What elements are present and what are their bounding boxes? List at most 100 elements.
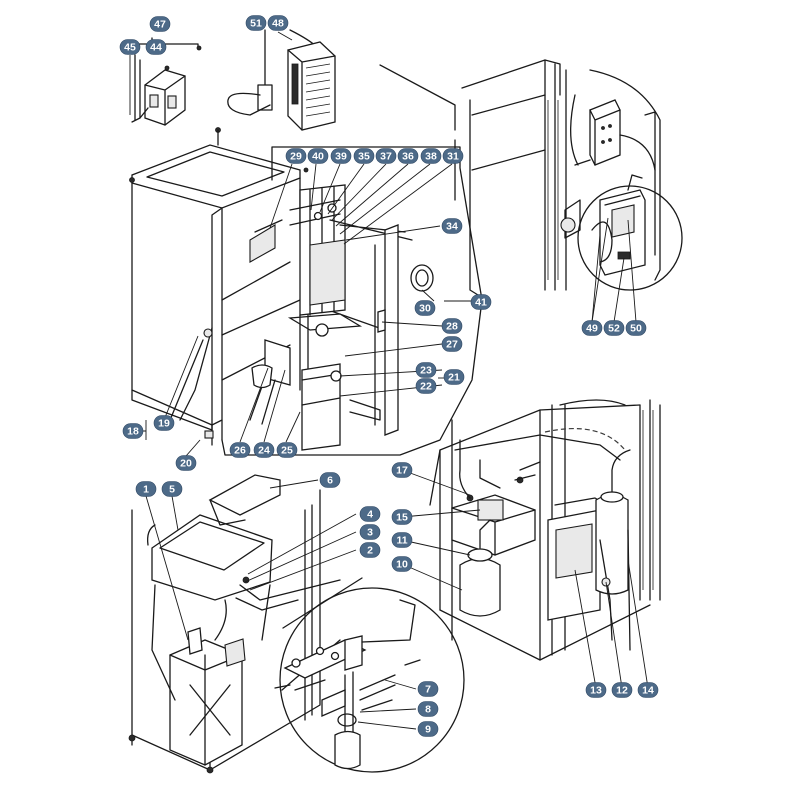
- callout-badge: [161, 481, 183, 497]
- callout-badge: [359, 542, 381, 558]
- callout-label: 14: [642, 685, 654, 697]
- callout-badge: [153, 415, 175, 431]
- callout-badge: [581, 320, 603, 336]
- callout-label: 4: [367, 509, 373, 521]
- callout-28: 28: [441, 318, 463, 334]
- callout-label: 35: [358, 151, 370, 163]
- callout-label: 8: [425, 704, 431, 716]
- callout-label: 1: [143, 484, 149, 496]
- callout-badge: [319, 472, 341, 488]
- callout-44: 44: [145, 39, 167, 55]
- callout-badge: [175, 455, 197, 471]
- callout-7: 7: [417, 681, 439, 697]
- callout-label: 5: [169, 484, 175, 496]
- callout-badge: [637, 682, 659, 698]
- callout-label: 12: [616, 685, 628, 697]
- callout-label: 39: [335, 151, 347, 163]
- callout-31: 31: [442, 148, 464, 164]
- callout-41: 41: [470, 294, 492, 310]
- callout-10: 10: [391, 556, 413, 572]
- callout-9: 9: [417, 721, 439, 737]
- callout-badge: [149, 16, 171, 32]
- callout-badge: [417, 701, 439, 717]
- callout-label: 10: [396, 559, 408, 571]
- callout-3: 3: [359, 524, 381, 540]
- callout-badge: [119, 39, 141, 55]
- callout-badge: [330, 148, 352, 164]
- callout-38: 38: [420, 148, 442, 164]
- callout-36: 36: [397, 148, 419, 164]
- callout-badge: [353, 148, 375, 164]
- callout-30: 30: [414, 300, 436, 316]
- callout-label: 48: [272, 18, 284, 30]
- cabinet-main-view: [129, 127, 386, 446]
- callout-badge: [442, 148, 464, 164]
- callout-badge: [397, 148, 419, 164]
- callout-label: 17: [396, 465, 408, 477]
- callout-label: 15: [396, 512, 408, 524]
- callout-badge: [253, 442, 275, 458]
- callout-label: 2: [367, 545, 373, 557]
- callout-badge: [122, 423, 144, 439]
- callout-badge: [417, 681, 439, 697]
- callout-label: 31: [447, 151, 459, 163]
- callout-badge: [420, 148, 442, 164]
- callout-39: 39: [330, 148, 352, 164]
- callout-badge: [417, 721, 439, 737]
- cabinet-rear-view: [379, 59, 683, 296]
- callout-badge: [603, 320, 625, 336]
- callout-label: 51: [250, 18, 262, 30]
- callout-11: 11: [391, 532, 413, 548]
- callout-label: 3: [367, 527, 373, 539]
- callout-label: 23: [420, 365, 432, 377]
- internal-mechanism: [249, 184, 434, 451]
- callout-badge: [145, 39, 167, 55]
- callout-18: 18: [122, 423, 144, 439]
- callout-label: 44: [150, 42, 162, 54]
- callout-badge: [625, 320, 647, 336]
- callout-50: 50: [625, 320, 647, 336]
- callout-5: 5: [161, 481, 183, 497]
- callout-1: 1: [135, 481, 157, 497]
- callout-49: 49: [581, 320, 603, 336]
- callout-badge: [285, 148, 307, 164]
- callout-badge: [307, 148, 329, 164]
- callout-label: 26: [234, 445, 246, 457]
- callout-badge: [611, 682, 633, 698]
- callout-48: 48: [267, 15, 289, 31]
- callout-badge: [391, 462, 413, 478]
- switch-assembly-detail: [127, 37, 202, 126]
- callout-45: 45: [119, 39, 141, 55]
- callout-47: 47: [149, 16, 171, 32]
- callout-label: 50: [630, 323, 642, 335]
- callout-label: 22: [420, 381, 432, 393]
- callout-label: 37: [380, 151, 392, 163]
- pump-container-view: [429, 399, 661, 661]
- callout-37: 37: [375, 148, 397, 164]
- callout-badge: [229, 442, 251, 458]
- callout-badge: [391, 509, 413, 525]
- callout-29: 29: [285, 148, 307, 164]
- callout-badge: [359, 506, 381, 522]
- callout-label: 13: [590, 685, 602, 697]
- callout-label: 40: [312, 151, 324, 163]
- callout-label: 28: [446, 321, 458, 333]
- callout-badge: [441, 336, 463, 352]
- callout-26: 26: [229, 442, 251, 458]
- callout-label: 41: [475, 297, 487, 309]
- callout-15: 15: [391, 509, 413, 525]
- callout-4: 4: [359, 506, 381, 522]
- callout-label: 6: [327, 475, 333, 487]
- callout-label: 18: [127, 426, 139, 438]
- callout-label: 47: [154, 19, 166, 31]
- hopper-base-view: [128, 474, 465, 774]
- callout-badge: [441, 218, 463, 234]
- callout-34: 34: [441, 218, 463, 234]
- callout-label: 24: [258, 445, 270, 457]
- callout-label: 19: [158, 418, 170, 430]
- callout-8: 8: [417, 701, 439, 717]
- callout-23: 23: [415, 362, 437, 378]
- callout-label: 45: [124, 42, 136, 54]
- callout-19: 19: [153, 415, 175, 431]
- callout-17: 17: [391, 462, 413, 478]
